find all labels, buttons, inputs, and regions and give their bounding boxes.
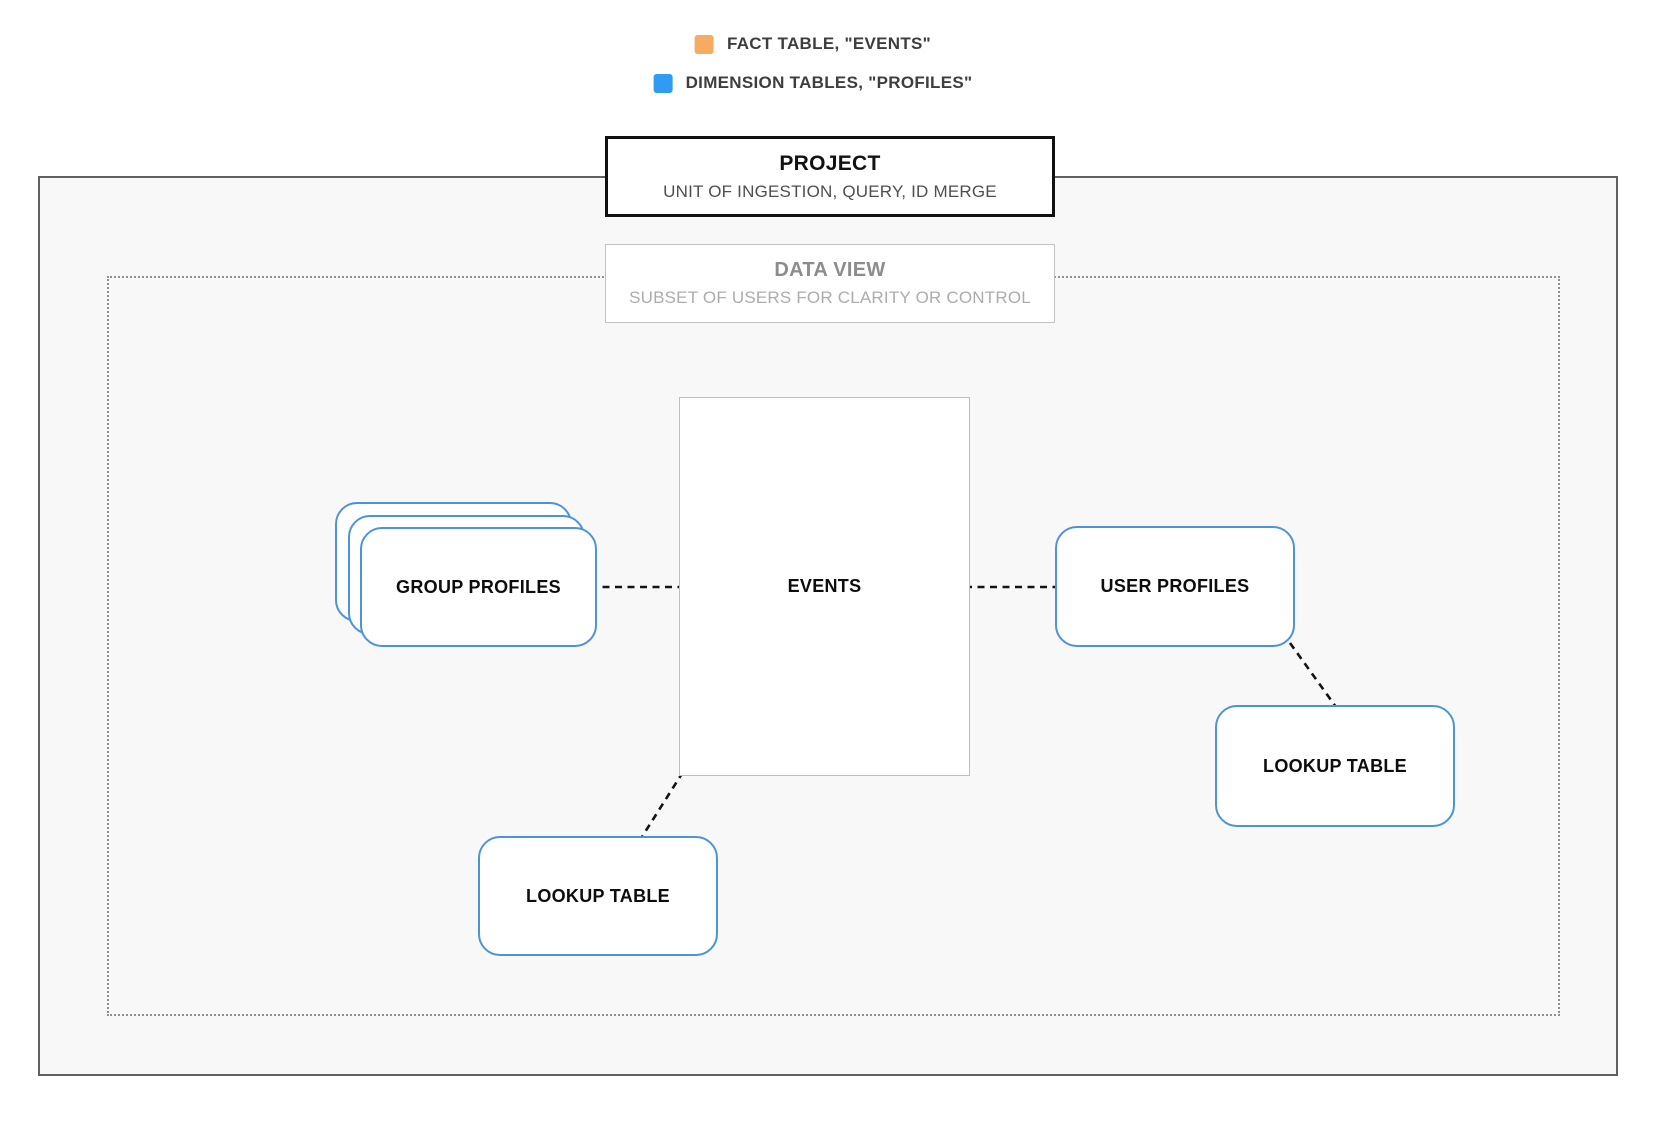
node-lookup-table-right: LOOKUP TABLE (1215, 705, 1455, 827)
group-profiles-layer-front: GROUP PROFILES (360, 527, 597, 647)
fact-table-swatch (694, 34, 714, 54)
legend-label-dimension-tables: DIMENSION TABLES, "PROFILES" (685, 73, 973, 92)
legend-label-fact-table: FACT TABLE, "EVENTS" (726, 34, 932, 53)
data-view-label-box: DATA VIEW SUBSET OF USERS FOR CLARITY OR… (605, 244, 1055, 323)
dimension-tables-swatch (653, 73, 673, 93)
legend-item-dimension-tables: DIMENSION TABLES, "PROFILES" (653, 73, 973, 93)
project-label-box: PROJECT UNIT OF INGESTION, QUERY, ID MER… (605, 136, 1055, 217)
node-group-profiles-label: GROUP PROFILES (396, 576, 561, 597)
node-events: EVENTS (679, 397, 970, 776)
connector-user-profiles-lookup-table (1288, 642, 1338, 708)
data-view-title: DATA VIEW (774, 259, 886, 281)
node-lookup-table-right-label: LOOKUP TABLE (1263, 755, 1407, 776)
legend-item-fact-table: FACT TABLE, "EVENTS" (694, 34, 932, 54)
connector-events-lookup-table (638, 771, 685, 841)
node-lookup-table-left: LOOKUP TABLE (478, 836, 718, 956)
legend: FACT TABLE, "EVENTS" DIMENSION TABLES, "… (653, 34, 973, 93)
node-lookup-table-left-label: LOOKUP TABLE (526, 885, 670, 906)
node-user-profiles-label: USER PROFILES (1100, 576, 1250, 596)
project-title: PROJECT (779, 151, 881, 175)
node-user-profiles: USER PROFILES (1055, 526, 1295, 647)
data-view-subtitle: SUBSET OF USERS FOR CLARITY OR CONTROL (629, 288, 1031, 307)
node-events-label: EVENTS (787, 576, 862, 596)
project-subtitle: UNIT OF INGESTION, QUERY, ID MERGE (663, 181, 997, 201)
node-group-profiles: GROUP PROFILES (335, 502, 597, 647)
